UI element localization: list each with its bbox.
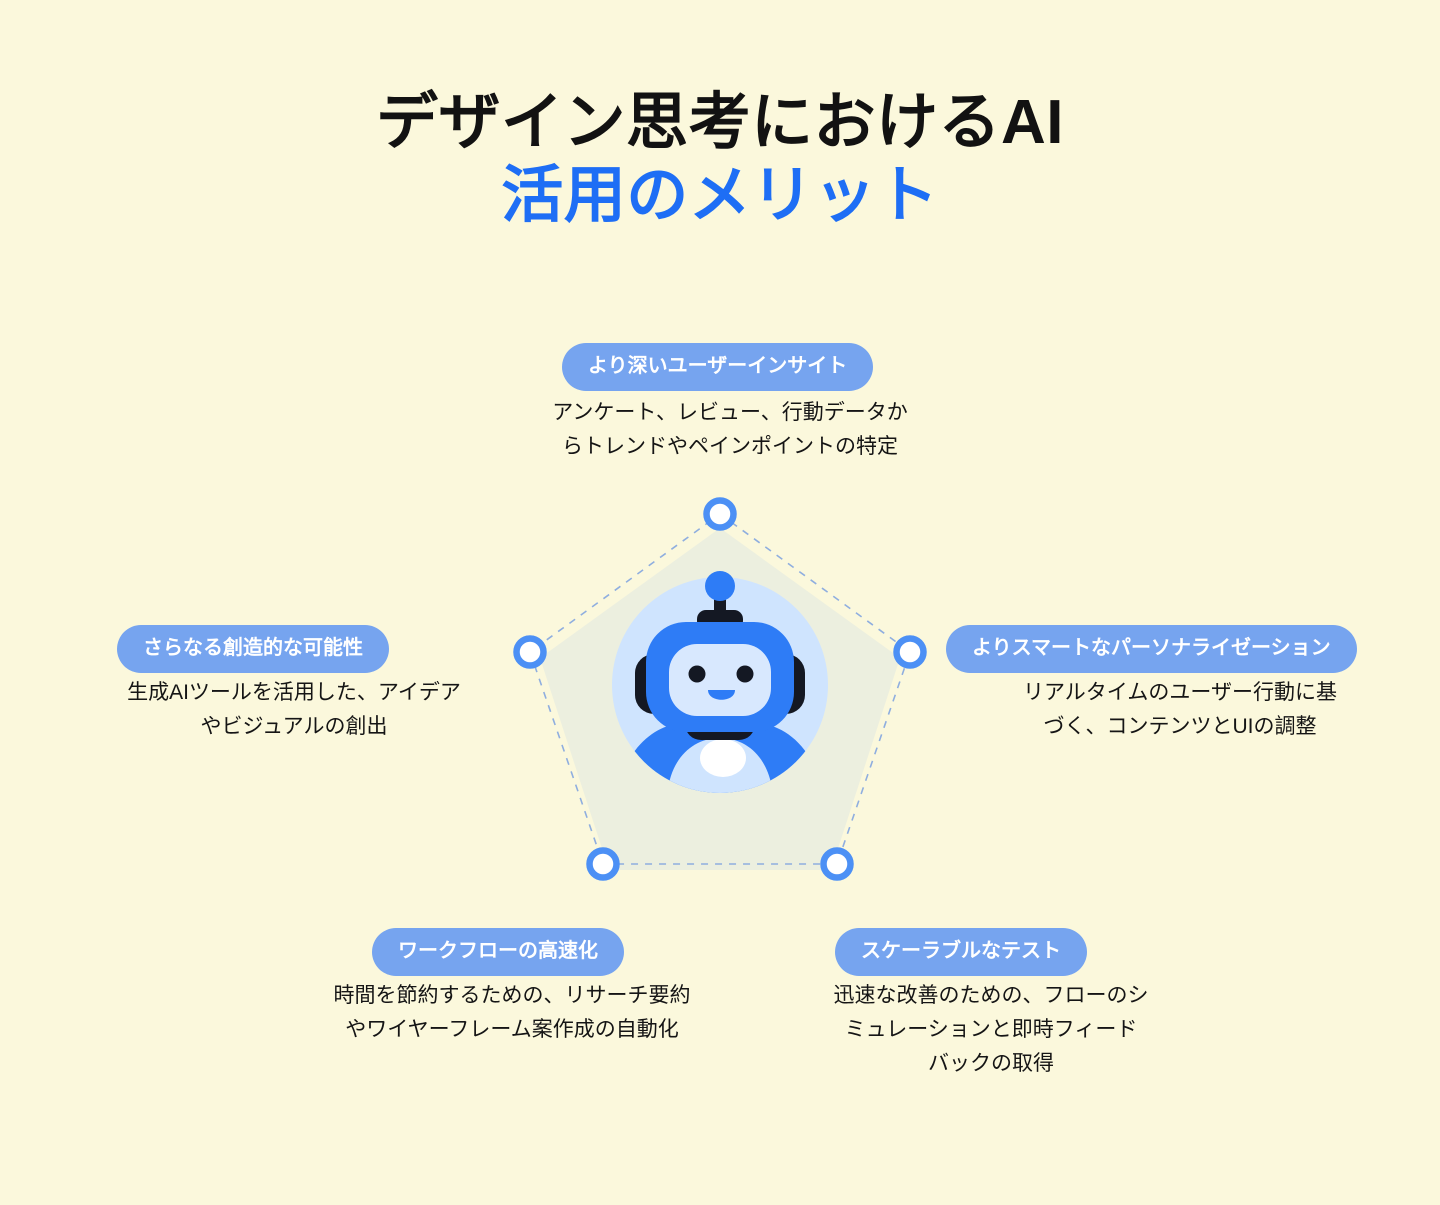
- pentagon-node-top[interactable]: [703, 497, 737, 531]
- benefit-description-smarter-personalization: リアルタイムのユーザー行動に基 づく、コンテンツとUIの調整: [1023, 681, 1337, 739]
- page-title: デザイン思考におけるAI 活用のメリット: [0, 86, 1440, 232]
- pentagon-edges: [529, 513, 911, 865]
- robot-antenna-ball: [705, 571, 735, 601]
- page-title-line-1: デザイン思考におけるAI: [375, 88, 1064, 157]
- pentagon-node-bottom-right[interactable]: [820, 847, 854, 881]
- robot-chest-highlight: [700, 739, 746, 777]
- robot-smile: [708, 690, 735, 700]
- robot-eye-left: [688, 665, 706, 683]
- pentagon-node-left[interactable]: [513, 635, 547, 669]
- robot-eye-right: [736, 665, 754, 683]
- benefit-label-scalable-testing[interactable]: スケーラブルなテスト: [835, 928, 1087, 976]
- page-title-line-2: 活用のメリット: [501, 161, 939, 231]
- benefit-label-smarter-personalization[interactable]: よりスマートなパーソナライゼーション: [946, 625, 1357, 673]
- robot-face-screen: [669, 644, 771, 716]
- pentagon-node-bottom-left[interactable]: [586, 847, 620, 881]
- robot-mascot-icon: [612, 571, 828, 793]
- benefit-description-scalable-testing: 迅速な改善のための、フローのシ ミュレーションと即時フィード バックの取得: [833, 984, 1149, 1076]
- benefit-description-faster-workflow: 時間を節約するための、リサーチ要約 やワイヤーフレーム案作成の自動化: [333, 984, 691, 1042]
- benefit-label-deeper-user-insight[interactable]: より深いユーザーインサイト: [562, 343, 874, 391]
- benefit-description-deeper-user-insight: アンケート、レビュー、行動データか らトレンドやペインポイントの特定: [552, 401, 908, 459]
- benefit-label-more-creative-possibilities[interactable]: さらなる創造的な可能性: [117, 625, 389, 673]
- pentagon-node-right[interactable]: [893, 635, 927, 669]
- benefit-description-more-creative-possibilities: 生成AIツールを活用した、アイデア やビジュアルの創出: [127, 681, 461, 739]
- benefit-label-faster-workflow[interactable]: ワークフローの高速化: [372, 928, 624, 976]
